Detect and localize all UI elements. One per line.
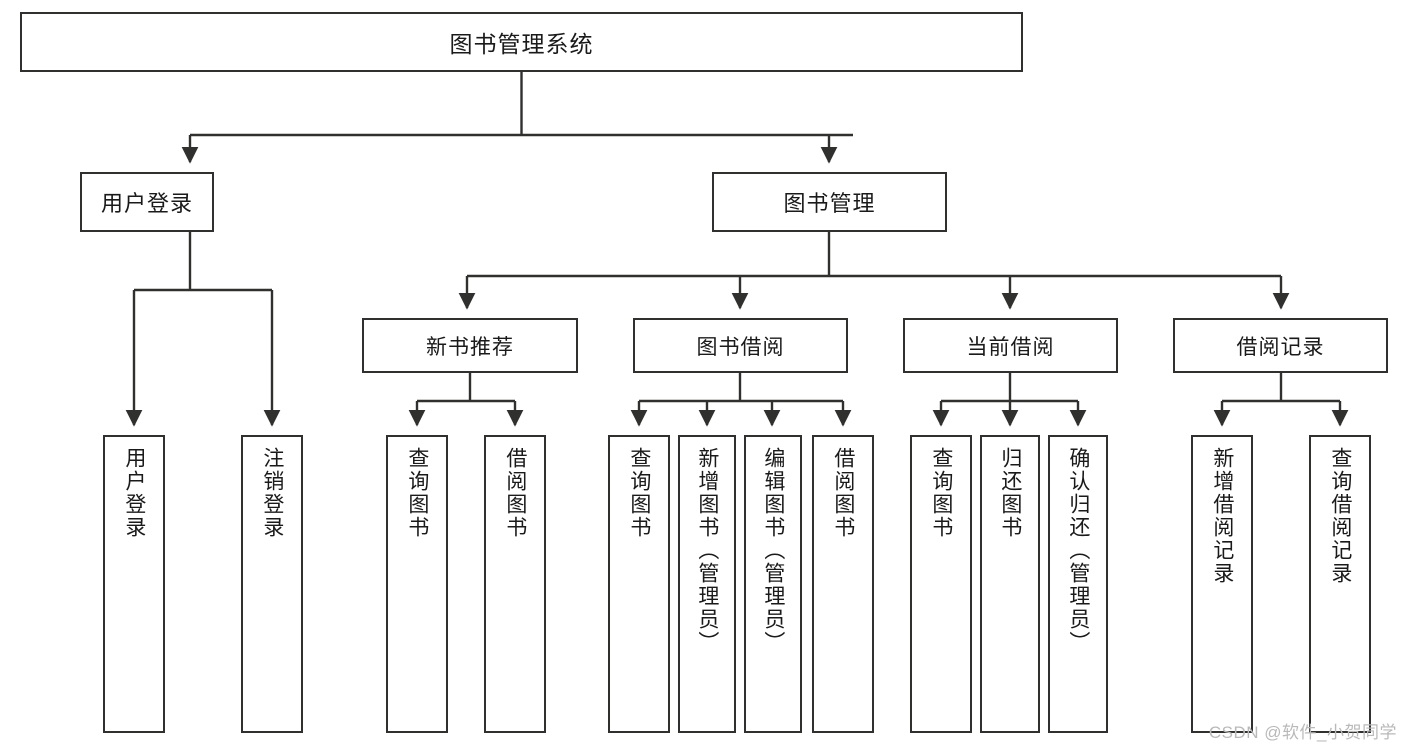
node-category-book-borrow[interactable]: 图书借阅 (633, 318, 848, 373)
node-label: 新增图书（管理员） (695, 447, 719, 654)
node-label: 当前借阅 (966, 335, 1055, 359)
node-label: 借阅记录 (1236, 335, 1325, 359)
csdn-watermark: CSDN @软件_小贺同学 (1208, 723, 1397, 742)
node-category-current-borrow[interactable]: 当前借阅 (903, 318, 1118, 373)
node-leaf-borrow-book-recommend[interactable]: 借阅图书 (484, 435, 546, 733)
node-leaf-query-book-current[interactable]: 查询图书 (910, 435, 972, 733)
node-book-management[interactable]: 图书管理 (712, 172, 947, 232)
node-label: 用户登录 (100, 191, 193, 216)
node-label: 查询图书 (627, 447, 651, 539)
node-label: 借阅图书 (503, 447, 527, 539)
node-leaf-user-login[interactable]: 用户登录 (103, 435, 165, 733)
node-label: 注销登录 (260, 447, 284, 539)
node-leaf-query-book-borrow[interactable]: 查询图书 (608, 435, 670, 733)
node-user-login[interactable]: 用户登录 (80, 172, 214, 232)
node-leaf-return-book[interactable]: 归还图书 (980, 435, 1040, 733)
node-label: 查询图书 (405, 447, 429, 539)
node-leaf-logout[interactable]: 注销登录 (241, 435, 303, 733)
node-label: 查询图书 (929, 447, 953, 539)
node-label: 借阅图书 (831, 447, 855, 539)
node-category-new-book-recommend[interactable]: 新书推荐 (362, 318, 578, 373)
node-label: 图书借阅 (696, 335, 785, 359)
node-label: 图书管理 (783, 191, 876, 216)
node-category-borrow-record[interactable]: 借阅记录 (1173, 318, 1388, 373)
node-leaf-query-book-recommend[interactable]: 查询图书 (386, 435, 448, 733)
node-leaf-edit-book-admin[interactable]: 编辑图书（管理员） (744, 435, 802, 733)
node-leaf-borrow-book[interactable]: 借阅图书 (812, 435, 874, 733)
node-leaf-confirm-return-admin[interactable]: 确认归还（管理员） (1048, 435, 1108, 733)
node-label: 编辑图书（管理员） (761, 447, 785, 654)
node-label: 用户登录 (122, 447, 146, 539)
node-root-system[interactable]: 图书管理系统 (20, 12, 1023, 72)
node-label: 确认归还（管理员） (1066, 447, 1090, 654)
node-label: 查询借阅记录 (1328, 447, 1352, 585)
node-leaf-query-borrow-record[interactable]: 查询借阅记录 (1309, 435, 1371, 733)
node-label: 新书推荐 (426, 335, 514, 359)
node-label: 归还图书 (998, 447, 1022, 539)
node-leaf-add-book-admin[interactable]: 新增图书（管理员） (678, 435, 736, 733)
node-label: 新增借阅记录 (1210, 447, 1234, 585)
node-leaf-add-borrow-record[interactable]: 新增借阅记录 (1191, 435, 1253, 733)
node-label: 图书管理系统 (449, 31, 594, 57)
